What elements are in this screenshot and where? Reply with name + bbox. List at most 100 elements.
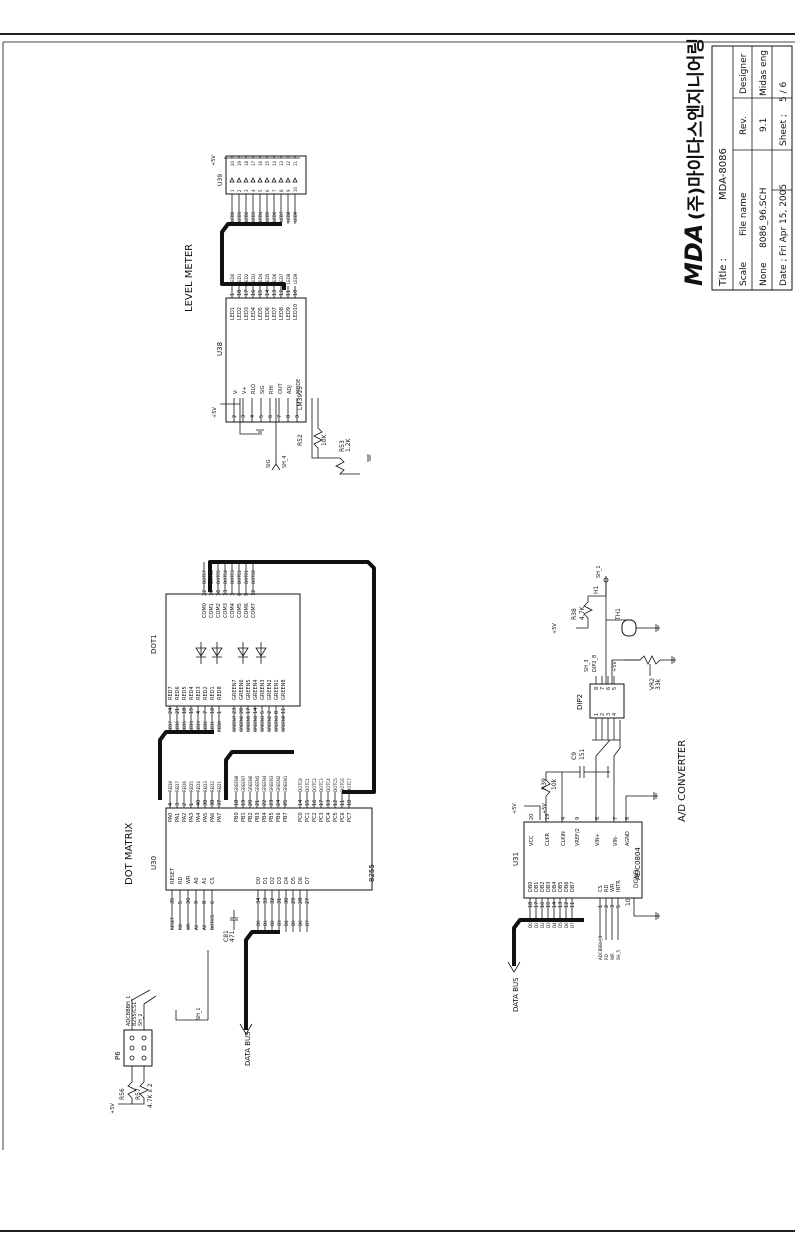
lm3915-led-net: LED3 [251,273,256,284]
lm3915-pin-number: 4 [250,415,256,418]
ppi-pc-pin-number: 17 [319,800,325,806]
ppi-data-pin-name: D2 [270,877,276,884]
dot1-com-net: DOTC2 [237,570,242,584]
p6-header [123,1029,153,1067]
adc-ctl-pin-number: 2 [604,905,610,908]
ppi-pc-net: DOTC3 [319,778,324,792]
dot1-green-pin-name: GREEN8 [281,679,287,700]
dot1-green-net: GREEN8 [281,715,286,732]
dot1-com-pin-number: 13 [223,590,229,596]
ppi-pb-pin-name: PB5 [269,812,275,822]
adc-ctl-pin-number: 3 [610,905,616,908]
ppi-pb-pin-number: 21 [255,800,261,806]
lm3915-led-pin-number: 12 [279,290,285,296]
dot1-com-pin-number: 22 [202,590,208,596]
h1-net: SH_1 [596,565,602,578]
ppi-pc-pin-number: 13 [326,800,332,806]
ppi-ctl-pin-name: A1 [202,877,208,884]
ppi-pc-pin-number: 11 [340,800,346,806]
ppi-pb-pin-name: PB2 [248,812,254,822]
adc-db-pin-number: 14 [552,902,558,908]
led-array-led [285,177,291,183]
data-bus-dm [244,930,280,1030]
ppi-ctl-pin-name: CS [210,877,216,884]
c81-value: 471 [229,930,236,942]
adc-db-net: D7 [570,922,575,928]
dot1-red-pin-name: RED6 [175,686,181,700]
ppi-pa-pin-name: PA7 [217,813,223,822]
ppi-part: 8255 [368,864,376,882]
c9-symbol [561,766,610,822]
dot1-com-pin-name: COM2 [216,603,222,618]
ppi-pb-net: GREEN6 [248,775,253,792]
dot1-green-pin-number: 2 [267,711,273,714]
ppi-ctl-pin-number: 5 [178,901,184,904]
dip2-left-pin-number: 3 [606,713,612,716]
led-array-led [292,177,298,183]
ppi-pc-pin-name: PC2 [312,812,318,822]
lm3915-led-net: LED6 [272,273,277,284]
dm-sh-net: SH_1 [196,1007,202,1020]
vin-minus-gnd [625,792,658,822]
ppi-pb-net: GREEN7 [241,775,246,792]
dot1-green-pin-name: GREEN5 [246,679,252,700]
lm3915-pin-name: V+ [242,386,248,394]
lm3915-pin-number: 2 [232,415,238,418]
ppi-pc-net: DOTC7 [347,778,352,792]
dot1-com-net: DOTC7 [202,570,207,584]
led-array-pin-right: 13 [279,160,284,166]
lm3915-led-pin-name: LED1 [230,307,236,320]
ppi-ctl-pin-name: A0 [194,877,200,884]
ppi-pa-pin-number: 38 [210,800,216,806]
filename-value: 8086_96.SCH [759,188,769,248]
dot1-red-net: RED6 [175,721,180,732]
adc-db-pin-name: DB4 [552,882,558,892]
dot1-com-pin-name: COM4 [230,603,236,618]
dot1-red-pin-number: 18 [182,708,188,714]
ppi-pa-net: RED4 [196,781,201,792]
ppi-data-pin-name: D6 [298,877,304,884]
lm3915-part: LM3915 [297,386,304,410]
ppi-data-net: D6 [298,920,303,926]
ppi-data-pin-number: 31 [277,898,283,904]
ppi-pb-net: GREEN2 [276,775,281,792]
adc-db-pin-name: DB1 [534,882,540,892]
ppi-data-pin-name: D1 [263,877,269,884]
dot1-green-pin-number: 8 [274,711,280,714]
ppi-pb-pin-number: 23 [269,800,275,806]
adc-right-pin-number: 4 [561,817,567,820]
dip2-sh-net: SH_3 [584,659,590,672]
lm3915-led-pin-name: LED8 [279,307,285,320]
ppi-data-pin-number: 27 [305,898,311,904]
dot1-com-pin-name: COM3 [223,603,229,618]
r57-ref: R57 [135,1088,142,1100]
ppi-data-pin-number: 30 [284,898,290,904]
ppi-pb-pin-name: PB1 [241,812,247,822]
ppi-ctl-pin-name: RD [178,877,184,884]
ppi-data-net: D4 [284,920,289,926]
dot1-red-net: RED4 [189,721,194,732]
led-array-pin-right: 20 [230,160,235,166]
ppi-ref: U30 [150,856,158,870]
lm3915-led-pin-name: LED2 [237,307,243,320]
section-title-dot-matrix: DOT MATRIX [124,822,135,885]
c81-ref: C81 [223,930,230,942]
dot1-red-pin-name: RED2 [203,686,209,700]
ppi-pa-net: RED8 [168,781,173,792]
ppi-pc-net: DOTC1 [305,778,310,792]
dot1-green-net: GREEN3 [260,715,265,732]
dot1-com-pin-name: COM0 [202,603,208,618]
level-meter-circuit: U38 LM3915 2V-3V+4RLO5SIG6RHI7OUT8ADJ9MO… [211,155,371,475]
ppi-pa-pin-name: PA4 [196,813,202,822]
lm3915-pin-number: 8 [286,415,292,418]
adc-db-pin-name: DB3 [546,882,552,892]
h1-pad [603,577,609,583]
adc-right-pin-number: 20 [529,814,535,820]
p6-wires [131,989,157,1030]
led-array-pin-right: 12 [286,160,291,166]
dot1-red-net: RED3 [196,721,201,732]
ppi-pa-pin-number: 39 [203,800,209,806]
ppi-pb-pin-number: 20 [248,800,254,806]
led-array-pin-right: 19 [237,160,242,166]
lm3915-pin-name: RLO [251,384,257,394]
